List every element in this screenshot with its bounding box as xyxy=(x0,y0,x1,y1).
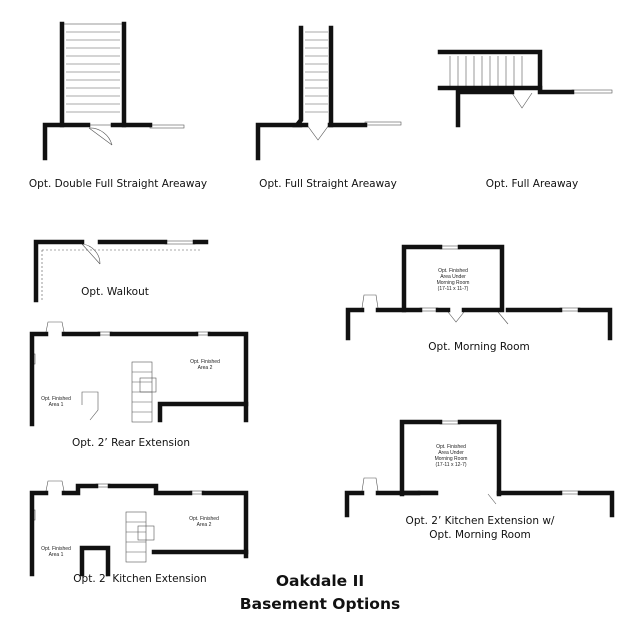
caption-kitchen-ext-morning-line1: Opt. 2’ Kitchen Extension w/ xyxy=(405,515,555,527)
caption-morning-room: Opt. Morning Room xyxy=(428,341,530,353)
plan-title: Oakdale II xyxy=(275,572,365,590)
kitchen-extension-plan xyxy=(31,480,205,563)
caption-kitchen-extension: Opt. 2’ Kitchen Extension xyxy=(73,573,207,585)
caption-rear-extension: Opt. 2’ Rear Extension xyxy=(72,437,190,449)
caption-kitchen-ext-morning-line2: Opt. Morning Room xyxy=(429,529,531,541)
double-straight-areaway-plan xyxy=(61,23,185,146)
full-areaway-plan xyxy=(449,56,613,109)
caption-walkout: Opt. Walkout xyxy=(81,286,149,298)
full-straight-areaway-plan xyxy=(305,31,402,141)
caption-double-full-straight-areaway: Opt. Double Full Straight Areaway xyxy=(28,178,208,190)
morning-room-plan xyxy=(361,245,581,325)
caption-full-areaway: Opt. Full Areaway xyxy=(485,178,579,190)
plan-subtitle: Basement Options xyxy=(239,595,401,613)
caption-full-straight-areaway: Opt. Full Straight Areaway xyxy=(259,178,397,190)
rear-extension-plan xyxy=(31,321,211,423)
